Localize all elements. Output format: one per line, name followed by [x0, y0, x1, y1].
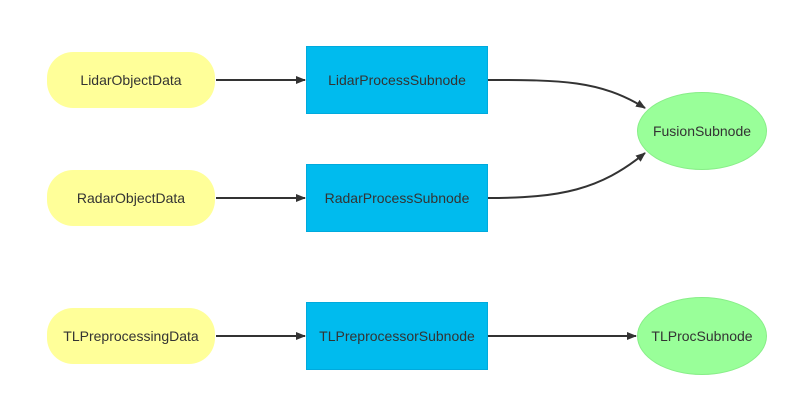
- node-label: LidarProcessSubnode: [328, 72, 466, 88]
- node-tl-preprocessing-data: TLPreprocessingData: [47, 308, 215, 364]
- node-label: TLProcSubnode: [651, 328, 753, 344]
- node-radar-process-subnode: RadarProcessSubnode: [306, 164, 488, 232]
- node-lidar-object-data: LidarObjectData: [47, 52, 215, 108]
- node-label: TLPreprocessorSubnode: [319, 328, 475, 344]
- node-lidar-process-subnode: LidarProcessSubnode: [306, 46, 488, 114]
- edge-radar-proc-to-fusion: [487, 152, 646, 199]
- edge-lidar-proc-to-fusion: [487, 79, 646, 109]
- node-label: RadarObjectData: [76, 190, 186, 206]
- node-label: FusionSubnode: [652, 123, 752, 139]
- node-label: LidarObjectData: [80, 72, 182, 88]
- node-radar-object-data: RadarObjectData: [47, 170, 215, 226]
- node-label: TLPreprocessingData: [63, 328, 199, 344]
- node-label: RadarProcessSubnode: [324, 190, 470, 206]
- node-tl-preprocessor-subnode: TLPreprocessorSubnode: [306, 302, 488, 370]
- node-fusion-subnode: FusionSubnode: [637, 92, 767, 170]
- node-tlproc-subnode: TLProcSubnode: [637, 297, 767, 375]
